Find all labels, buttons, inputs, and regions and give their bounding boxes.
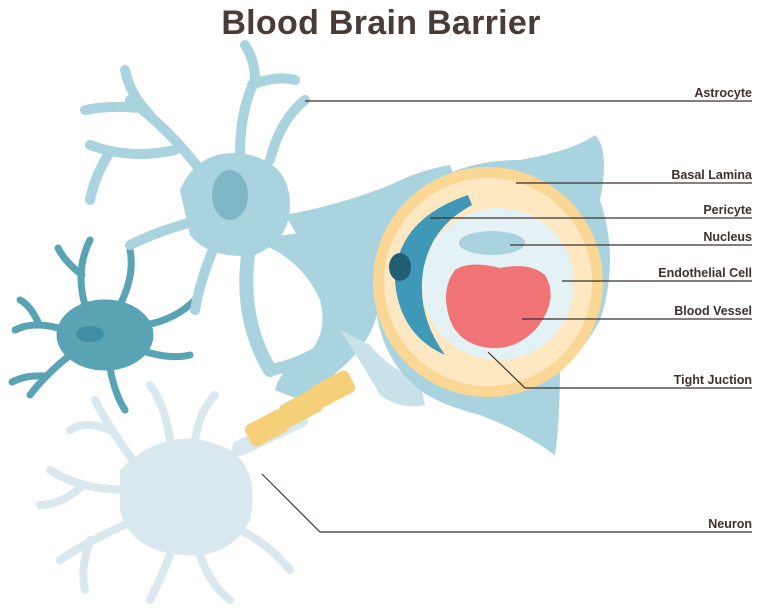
label-blood-vessel: Blood Vessel xyxy=(674,304,752,318)
label-astrocyte: Astrocyte xyxy=(694,86,752,100)
myelin-sheath xyxy=(244,370,356,447)
neuron xyxy=(36,381,308,604)
labels: Astrocyte Basal Lamina Pericyte Nucleus … xyxy=(658,86,753,531)
label-nucleus: Nucleus xyxy=(703,230,752,244)
astrocyte-endfoot xyxy=(340,330,425,407)
microglia-cell xyxy=(8,236,199,414)
label-pericyte: Pericyte xyxy=(703,203,752,217)
label-endothelial-cell: Endothelial Cell xyxy=(658,266,752,280)
astrocyte xyxy=(80,40,455,400)
label-tight-junction: Tight Juction xyxy=(674,373,752,387)
pericyte xyxy=(389,195,472,355)
nucleus xyxy=(459,231,525,255)
diagram-title: Blood Brain Barrier xyxy=(221,4,541,42)
leader-lines xyxy=(261,100,752,533)
label-neuron: Neuron xyxy=(708,517,752,531)
blood-vessel xyxy=(446,264,551,349)
label-basal-lamina: Basal Lamina xyxy=(671,168,753,182)
